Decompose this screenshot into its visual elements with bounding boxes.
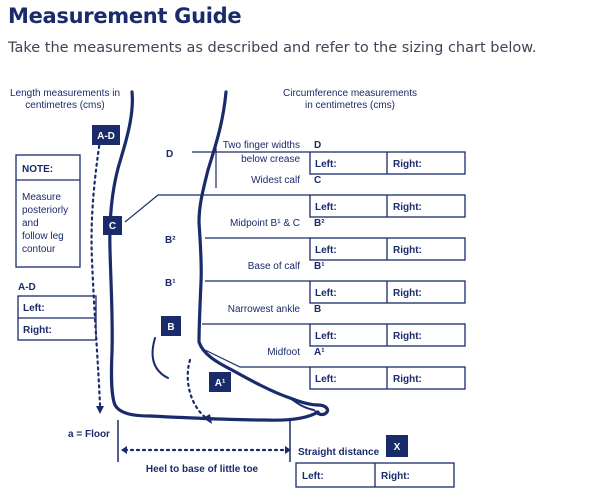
- ad-right-label: Right:: [23, 325, 52, 336]
- marker-x-text: X: [394, 442, 401, 453]
- circ-heading-line-2: in centimetres (cms): [305, 100, 395, 111]
- right-label: Right:: [393, 374, 422, 385]
- measurement-row: Base of calf B¹ Left: Right:: [248, 261, 466, 304]
- measurement-row: Narrowest ankle B Left: Right:: [228, 304, 466, 347]
- marker-b2: B²: [165, 235, 176, 246]
- page-subtitle: Take the measurements as described and r…: [8, 40, 537, 56]
- leader-lines: [124, 143, 310, 368]
- arrowheads: [96, 406, 291, 454]
- marker-ad: A-D: [92, 125, 120, 145]
- floor-lines: [117, 420, 291, 462]
- leg-illustration: [108, 90, 330, 422]
- measurement-name: Widest calf: [251, 175, 300, 186]
- length-heading-line-1: Length measurements in: [10, 88, 120, 99]
- marker-d: D: [166, 149, 173, 160]
- ad-left-label: Left:: [23, 303, 45, 314]
- straight-distance: Straight distance X Left: Right:: [295, 435, 455, 488]
- length-heading-line-2: centimetres (cms): [25, 100, 104, 111]
- measurement-name: Midfoot: [267, 347, 300, 358]
- straight-right-label: Right:: [381, 471, 410, 482]
- right-label: Right:: [393, 288, 422, 299]
- measurement-code: C: [314, 175, 321, 186]
- page-title: Measurement Guide: [8, 4, 242, 28]
- marker-a1: A¹: [209, 372, 231, 392]
- measurement-code: B: [314, 304, 321, 315]
- heel-to-toe-label: Heel to base of little toe: [146, 464, 259, 475]
- measurement-row: Widest calf C Left: Right:: [251, 175, 466, 218]
- note-box: NOTE: Measure posteriorly and follow leg…: [15, 154, 81, 268]
- ad-measurement-box: Left: Right:: [17, 295, 97, 341]
- right-label: Right:: [393, 331, 422, 342]
- svg-text:B: B: [167, 322, 174, 333]
- measurement-name: Midpoint B¹ & C: [230, 218, 300, 229]
- svg-text:A¹: A¹: [215, 378, 226, 389]
- measurement-code: D: [314, 140, 321, 151]
- straight-distance-label: Straight distance: [298, 447, 380, 458]
- note-title: NOTE:: [22, 164, 53, 175]
- right-label: Right:: [393, 159, 422, 170]
- left-label: Left:: [315, 331, 337, 342]
- dotted-guides: [90, 138, 288, 452]
- circ-heading-line-1: Circumference measurements: [283, 88, 417, 99]
- right-label: Right:: [393, 245, 422, 256]
- left-label: Left:: [315, 202, 337, 213]
- note-line-2: posteriorly: [22, 205, 68, 216]
- marker-c: C: [103, 216, 122, 235]
- floor-label: a = Floor: [68, 429, 110, 440]
- note-line-3: and: [22, 218, 39, 229]
- measurement-name: Narrowest ankle: [228, 304, 301, 315]
- measurement-code: A¹: [314, 347, 325, 358]
- svg-text:C: C: [109, 221, 116, 232]
- measurement-rows: Two finger widths below crease D Left: Right…: [223, 140, 466, 390]
- note-line-5: contour: [22, 244, 56, 255]
- svg-text:A-D: A-D: [97, 131, 115, 142]
- measurement-name: Two finger widths: [223, 140, 300, 151]
- left-label: Left:: [315, 245, 337, 256]
- measurement-name-2: below crease: [241, 154, 300, 165]
- straight-left-label: Left:: [302, 471, 324, 482]
- left-label: Left:: [315, 374, 337, 385]
- note-line-1: Measure: [22, 192, 61, 203]
- measurement-code: B²: [314, 218, 325, 229]
- left-label: Left:: [315, 288, 337, 299]
- measurement-name: Base of calf: [248, 261, 300, 272]
- measurement-row: Two finger widths below crease D Left: Right…: [223, 140, 466, 175]
- measurement-row: Midfoot A¹ Left: Right:: [267, 347, 466, 390]
- left-label: Left:: [315, 159, 337, 170]
- marker-b1: B¹: [165, 278, 176, 289]
- note-line-4: follow leg: [22, 231, 64, 242]
- measurement-code: B¹: [314, 261, 325, 272]
- measurement-row: Midpoint B¹ & C B² Left: Right:: [230, 218, 466, 261]
- marker-b: B: [161, 316, 181, 336]
- marker-x: [386, 435, 408, 457]
- ad-label: A-D: [18, 282, 36, 293]
- right-label: Right:: [393, 202, 422, 213]
